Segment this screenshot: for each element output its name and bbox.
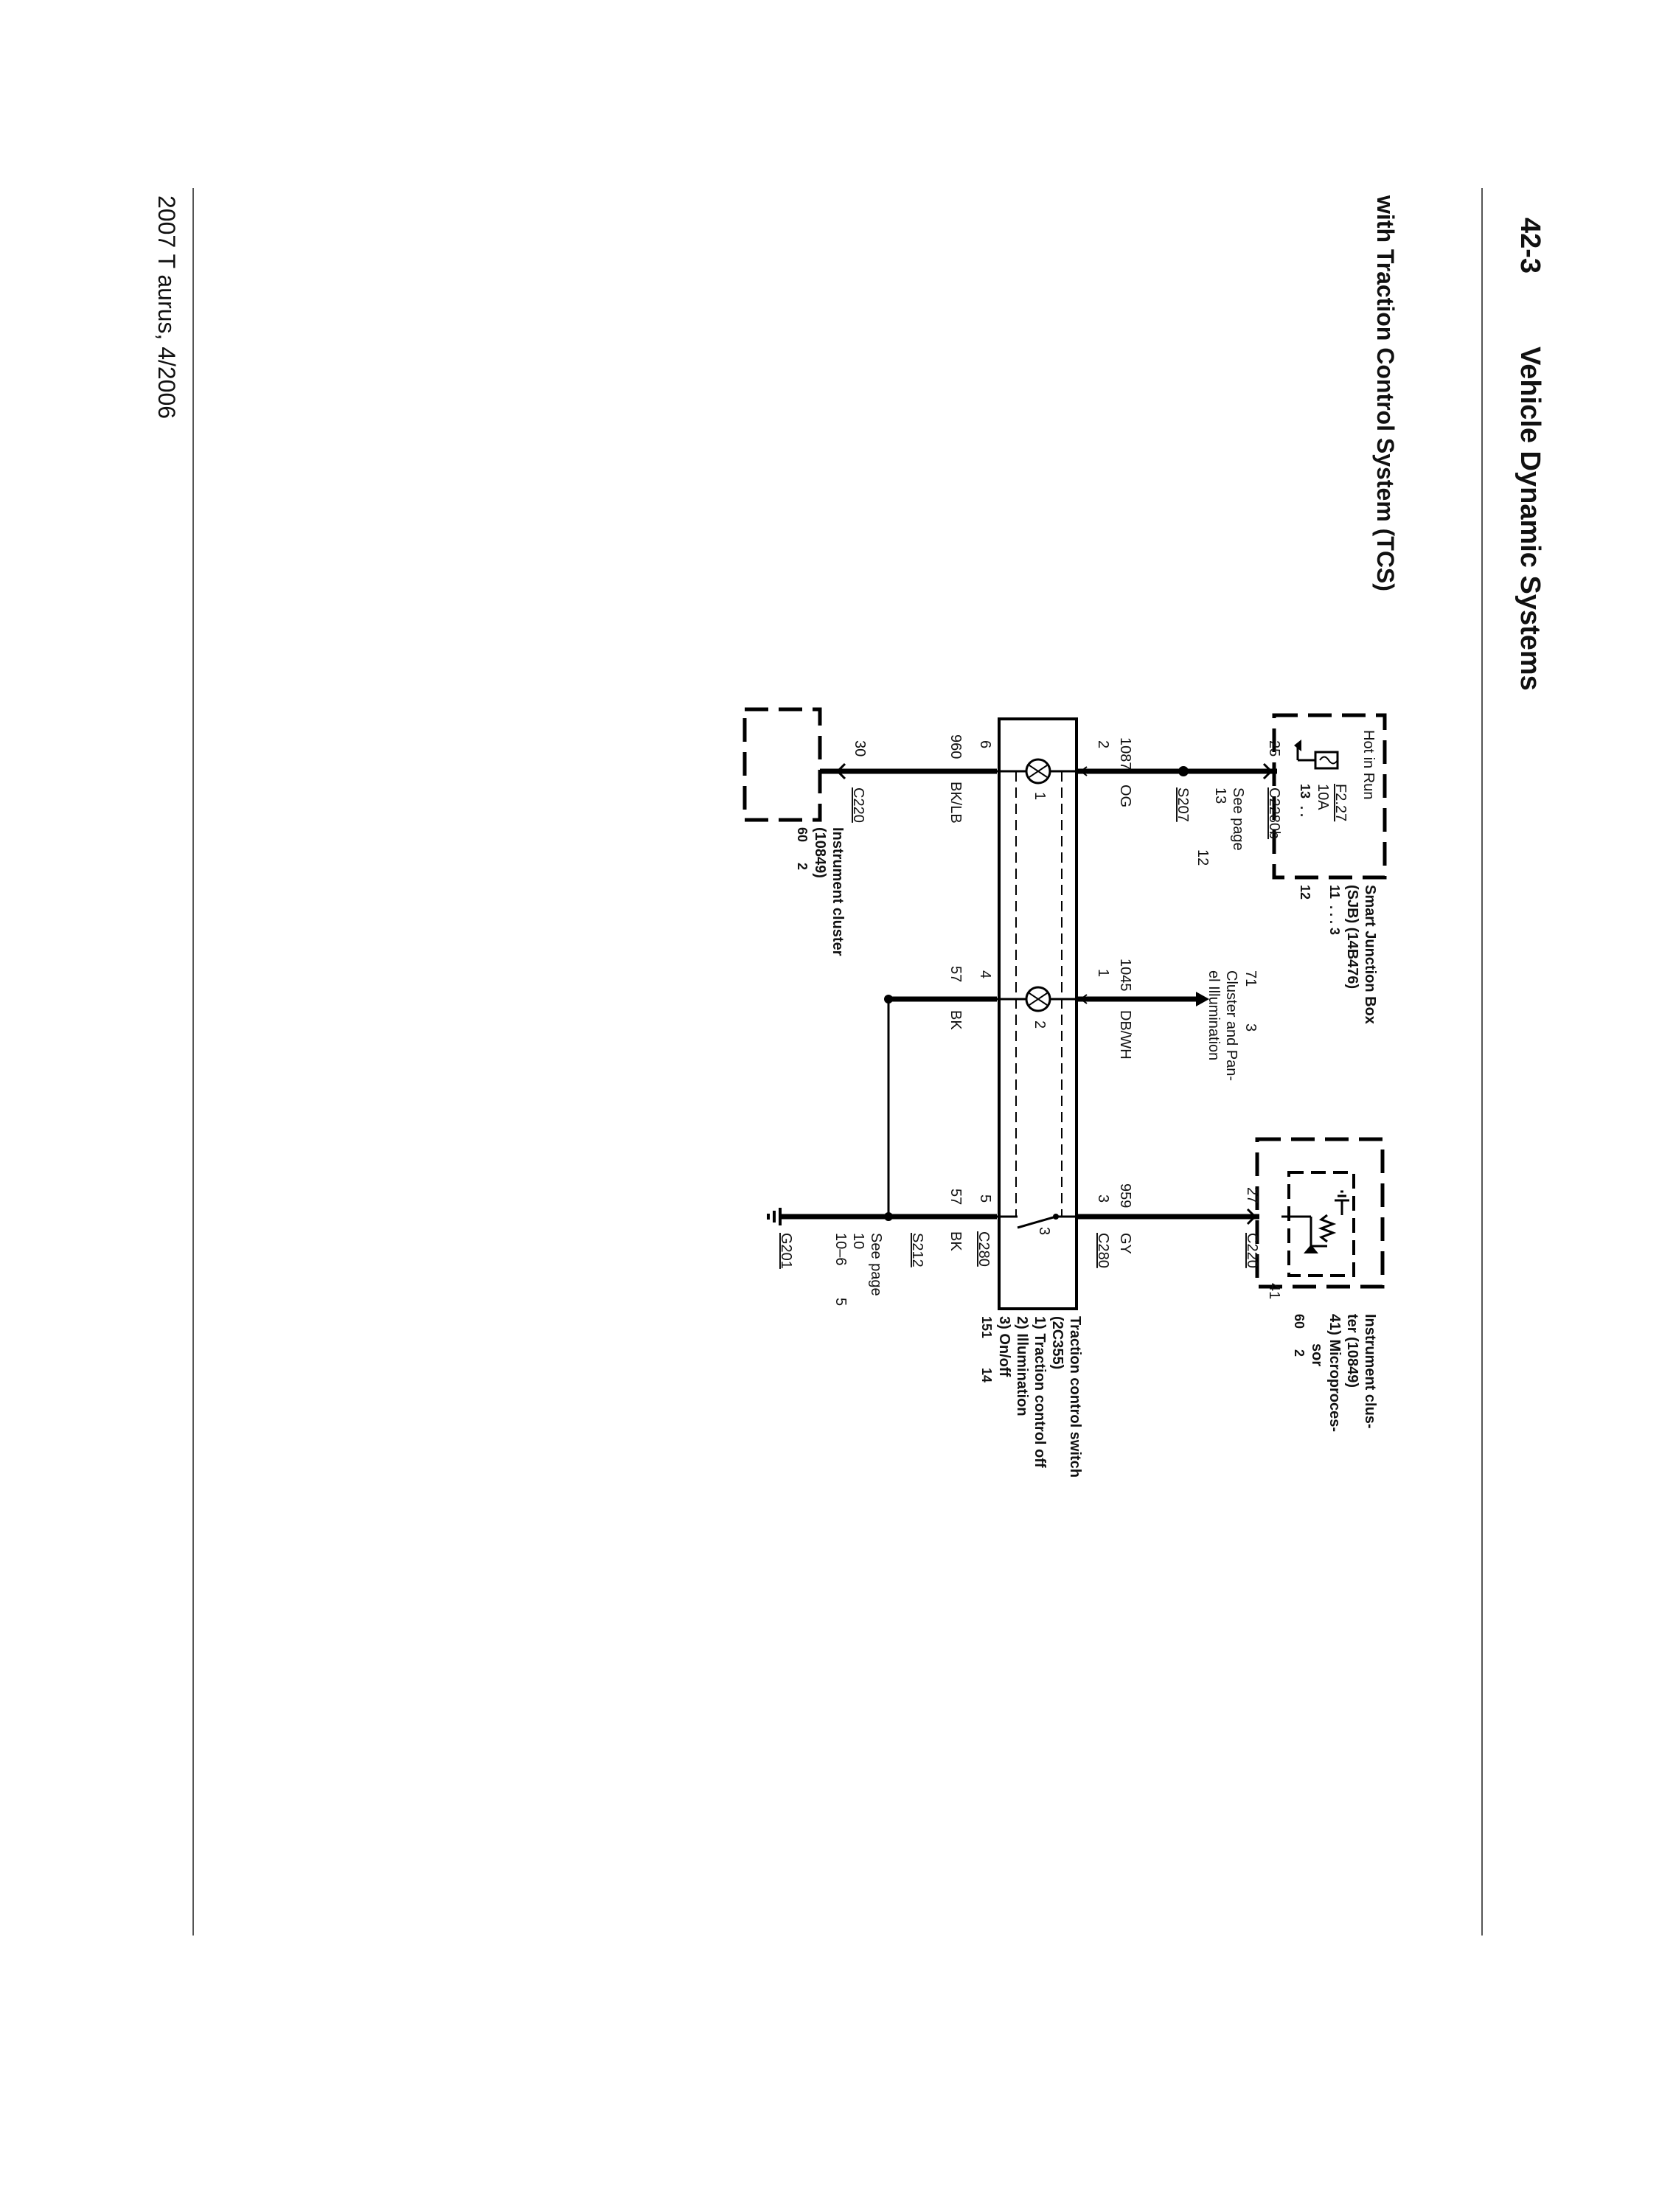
pin-27: 27 bbox=[1244, 1187, 1260, 1203]
lamp2-label: 2 bbox=[1032, 1020, 1048, 1029]
pin-5: 5 bbox=[977, 1194, 993, 1203]
s212-page-b: 5 bbox=[832, 1298, 849, 1306]
label-c280: C280 bbox=[1095, 1233, 1111, 1268]
connector-c2280b-icon bbox=[1262, 762, 1273, 780]
section-number: 42-3 bbox=[1514, 218, 1545, 274]
s212-page-c: 10–6 bbox=[832, 1233, 849, 1266]
cluster-bottom-box bbox=[742, 707, 822, 822]
sjb-box bbox=[1272, 713, 1387, 880]
switch-item-3: 3) On/off bbox=[996, 1316, 1012, 1377]
sjb-ref1-a: 11 bbox=[1327, 885, 1342, 899]
cluster-top-item: 41) Microproces- bbox=[1326, 1314, 1343, 1432]
pin-25: 25 bbox=[1266, 740, 1282, 757]
label-c2280b: C2280b bbox=[1266, 787, 1282, 839]
cluster-bottom-title-1: Instrument cluster bbox=[830, 827, 846, 956]
lamp2-filament bbox=[1029, 992, 1048, 1006]
switch-item-1: 1) Traction control off bbox=[1032, 1316, 1048, 1468]
illum-ref2: 3 bbox=[1242, 1023, 1259, 1032]
pin-3: 3 bbox=[1095, 1194, 1111, 1203]
label-g201: G201 bbox=[778, 1233, 794, 1269]
microprocessor-box bbox=[1287, 1171, 1355, 1277]
circuit-959: 959 bbox=[1117, 1183, 1133, 1208]
connector-c220-bottom-icon bbox=[835, 762, 846, 780]
sjb-title-1: Smart Junction Box bbox=[1362, 885, 1378, 1024]
label-c280-bottom: C280 bbox=[975, 1231, 992, 1267]
pin-1: 1 bbox=[1095, 969, 1111, 977]
circuit-57a: 57 bbox=[947, 966, 964, 982]
switch-item-2: 2) Illumination bbox=[1014, 1316, 1030, 1416]
switch-title-2: (2C355) bbox=[1049, 1316, 1065, 1369]
pin2-tick-icon bbox=[1079, 766, 1088, 776]
s207-page-b: 12 bbox=[1194, 849, 1211, 866]
circuit-1045: 1045 bbox=[1117, 959, 1133, 992]
pin-30: 30 bbox=[852, 740, 868, 757]
s207-page-a: 13 bbox=[1212, 787, 1228, 804]
label-s212: S212 bbox=[909, 1233, 925, 1267]
sjb-ref1-b: . . . 3 bbox=[1327, 905, 1342, 935]
cluster-bottom-ref-a: 60 bbox=[795, 827, 810, 842]
label-s207: S207 bbox=[1175, 787, 1191, 822]
fuse-symbol bbox=[1314, 751, 1339, 770]
label-c220-bottom: C220 bbox=[850, 787, 866, 823]
color-dbwh: DB/WH bbox=[1117, 1010, 1133, 1060]
cluster-top-ref-a: 60 bbox=[1292, 1314, 1307, 1329]
ground-icon-internal bbox=[1335, 1190, 1349, 1215]
cluster-top-title-2: ter (10849) bbox=[1344, 1314, 1360, 1388]
cluster-bottom-ref-b: 2 bbox=[795, 863, 810, 870]
connector-c220-icon bbox=[1246, 1208, 1257, 1225]
color-bk-b: BK bbox=[947, 1231, 964, 1251]
sjb-ref2-b: . . bbox=[1298, 806, 1312, 817]
cluster-top-title-1: Instrument clus- bbox=[1362, 1314, 1378, 1429]
color-bklb: BK/LB bbox=[947, 782, 964, 824]
pin-6: 6 bbox=[977, 740, 993, 748]
circuit-57b: 57 bbox=[947, 1189, 964, 1205]
cluster-top-pin-41: 41 bbox=[1266, 1283, 1282, 1299]
sjb-fuse-id: F2.27 bbox=[1332, 784, 1349, 821]
subtitle: with Traction Control System (TCS) bbox=[1372, 195, 1399, 591]
contact-blade bbox=[1017, 1215, 1057, 1229]
color-og: OG bbox=[1117, 785, 1133, 807]
switch-ref-b: 14 bbox=[979, 1368, 994, 1382]
switch-body bbox=[998, 717, 1078, 1310]
pin-4: 4 bbox=[977, 970, 993, 978]
s212-see-page: See page bbox=[868, 1233, 884, 1296]
splice-s207-dot bbox=[1178, 766, 1189, 776]
label-c220: C220 bbox=[1244, 1233, 1260, 1268]
lamp1-filament bbox=[1029, 765, 1048, 778]
cluster-top-ref-b: 2 bbox=[1292, 1349, 1307, 1357]
illum-label-2: el Illumination bbox=[1206, 970, 1222, 1060]
sjb-title-2: (SJB) (14B476) bbox=[1344, 885, 1360, 989]
illum-ref: 71 bbox=[1242, 970, 1259, 987]
s212-page-a: 10 bbox=[850, 1233, 866, 1249]
cluster-top-item-cont: sor bbox=[1309, 1343, 1325, 1366]
sjb-ref2-c: 12 bbox=[1298, 885, 1312, 900]
lamp1-label: 1 bbox=[1032, 792, 1048, 800]
circuit-960: 960 bbox=[947, 734, 964, 759]
illum-arrow-icon bbox=[1196, 992, 1209, 1006]
pin1-tick-icon bbox=[1079, 994, 1088, 1004]
s207-see-page: See page bbox=[1230, 787, 1246, 851]
section-title: Vehicle Dynamic Systems bbox=[1514, 347, 1545, 691]
footer-text: 2007 T aurus, 4/2006 bbox=[153, 195, 180, 419]
color-bk-a: BK bbox=[947, 1010, 964, 1030]
pin-2: 2 bbox=[1095, 740, 1111, 748]
illum-label-1: Cluster and Pan- bbox=[1223, 970, 1239, 1081]
cluster-top-box bbox=[1255, 1137, 1385, 1289]
sjb-hot-in-run: Hot in Run bbox=[1360, 730, 1377, 800]
micro-arrow-icon bbox=[1304, 1245, 1318, 1253]
color-gy: GY bbox=[1117, 1233, 1133, 1254]
fuse-element bbox=[1319, 756, 1338, 765]
resistor-icon bbox=[1318, 1214, 1337, 1243]
sjb-fuse-rating: 10A bbox=[1315, 784, 1331, 810]
switch-ref-a: 151 bbox=[979, 1316, 994, 1338]
contact3-label: 3 bbox=[1036, 1227, 1052, 1235]
circuit-1087: 1087 bbox=[1117, 737, 1133, 771]
switch-title-1: Traction control switch bbox=[1067, 1316, 1083, 1478]
cluster-bottom-title-2: (10849) bbox=[812, 827, 828, 878]
contact-pivot bbox=[1053, 1214, 1059, 1220]
sjb-ref2-a: 13 bbox=[1298, 784, 1312, 799]
ground-g201-icon bbox=[767, 1208, 782, 1225]
